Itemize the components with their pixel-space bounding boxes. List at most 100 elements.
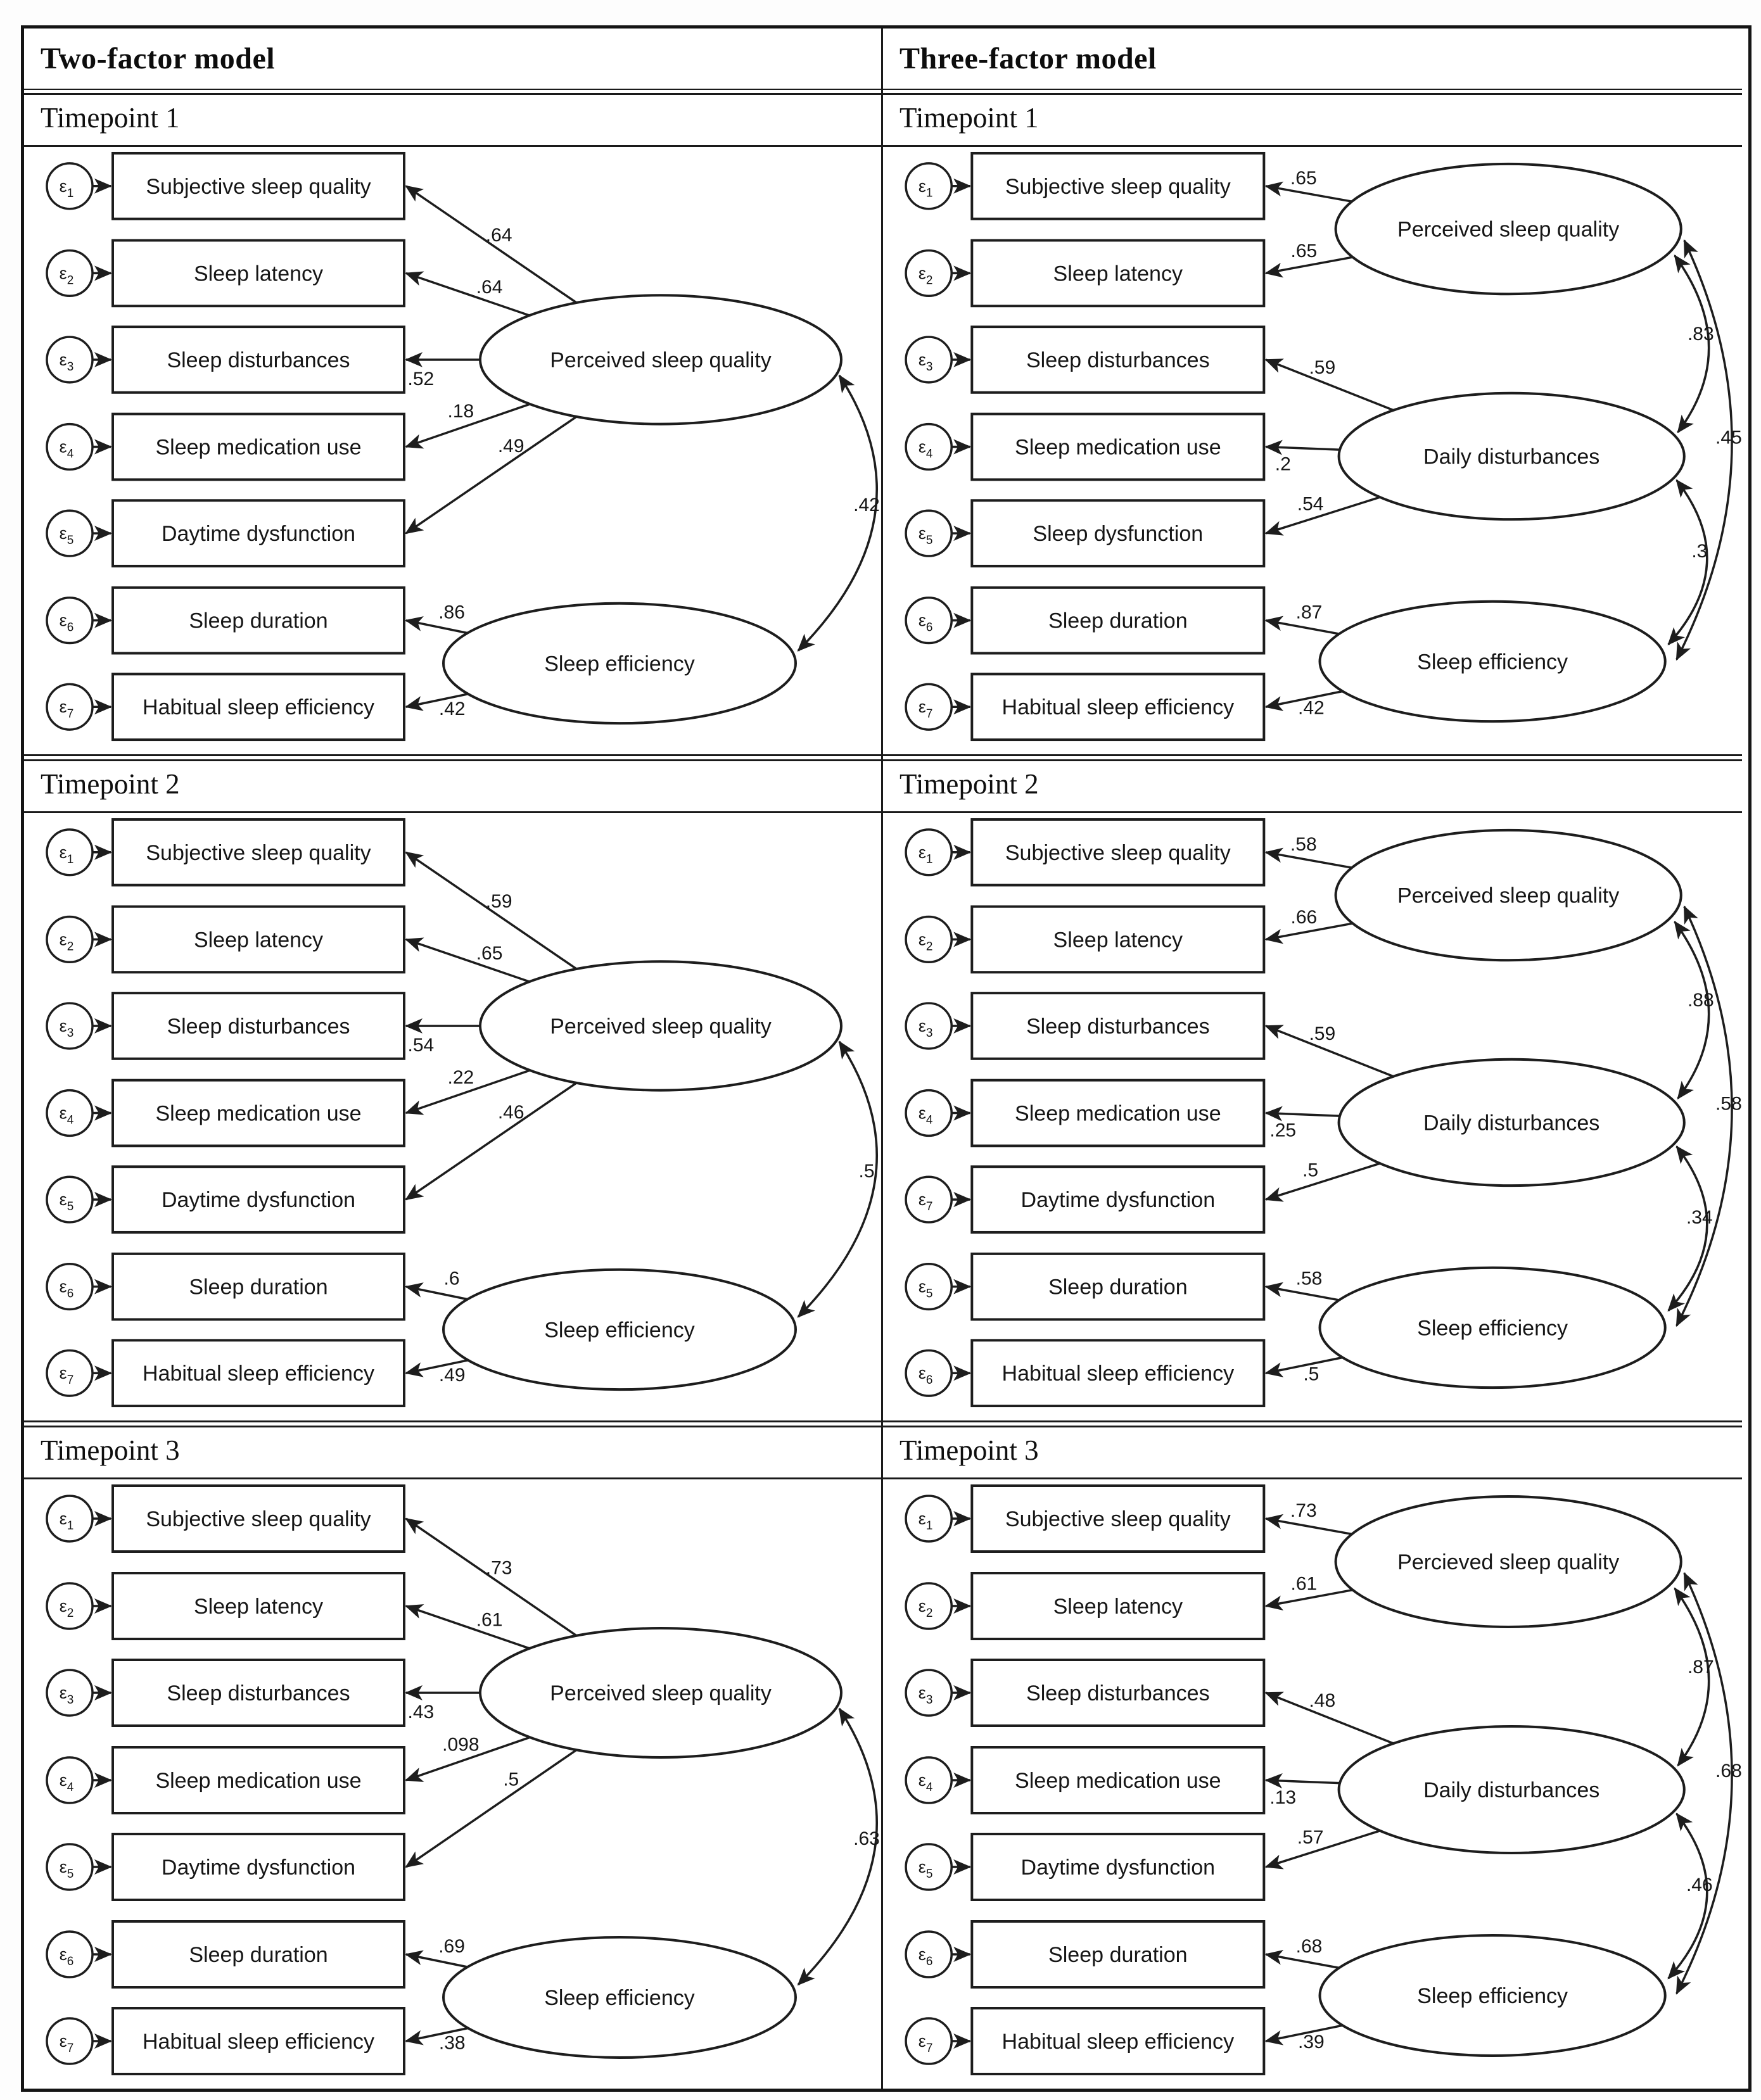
indicator-label: Habitual sleep efficiency bbox=[143, 2030, 374, 2054]
column-header-three-factor: Three-factor model bbox=[883, 28, 1742, 90]
loading-value: .49 bbox=[498, 436, 524, 457]
figure-table: Two-factor model Three-factor model Time… bbox=[24, 28, 1748, 2089]
indicator-box bbox=[970, 818, 1266, 887]
loading-value: .57 bbox=[1297, 1827, 1324, 1848]
loading-value: .64 bbox=[476, 277, 503, 298]
indicator-label: Sleep disturbances bbox=[1026, 348, 1210, 372]
correlation-value: .63 bbox=[853, 1828, 880, 1849]
loading-value: .86 bbox=[438, 602, 465, 623]
loading-arrow bbox=[1264, 496, 1381, 536]
factor-ellipse bbox=[442, 1936, 797, 2059]
loading-arrow bbox=[1264, 847, 1352, 869]
error-term-circle bbox=[46, 1669, 94, 1717]
loading-arrow bbox=[405, 1749, 578, 1868]
error-term-label: ε5 bbox=[919, 524, 933, 547]
error-term-circle bbox=[905, 422, 953, 471]
indicator-label: Habitual sleep efficiency bbox=[143, 1362, 374, 1386]
column-header-two-factor: Two-factor model bbox=[24, 28, 883, 90]
loading-value: .65 bbox=[1290, 168, 1317, 189]
indicator-box bbox=[970, 1659, 1266, 1727]
timepoint-label-two-factor-3: Timepoint 3 bbox=[24, 1422, 883, 1479]
cfa-model-comparison-figure: Two-factor model Three-factor model Time… bbox=[21, 25, 1751, 2092]
loading-arrow bbox=[1264, 690, 1343, 711]
indicator-label: Sleep disturbances bbox=[167, 348, 350, 372]
indicator-box bbox=[970, 1920, 1266, 1989]
indicator-label: Sleep duration bbox=[189, 1275, 327, 1300]
factor-label: Perceived sleep quality bbox=[550, 348, 772, 372]
loading-value: .38 bbox=[439, 2033, 466, 2054]
indicator-box bbox=[970, 412, 1266, 481]
error-term-circle bbox=[905, 1930, 953, 1978]
loading-arrow bbox=[1264, 1282, 1340, 1301]
factor-ellipse bbox=[442, 602, 797, 725]
loading-value: .46 bbox=[498, 1102, 524, 1123]
error-term-label: ε6 bbox=[60, 611, 74, 635]
loading-value: .61 bbox=[1290, 1574, 1317, 1595]
error-term-circle bbox=[905, 915, 953, 964]
indicator-box bbox=[970, 673, 1266, 742]
error-term-circle bbox=[905, 1843, 953, 1891]
error-term-circle bbox=[46, 249, 94, 298]
error-term-circle bbox=[905, 828, 953, 876]
factor-label: Daily disturbances bbox=[1423, 445, 1599, 469]
loading-arrow bbox=[405, 1082, 578, 1201]
correlation-value: .42 bbox=[853, 495, 880, 516]
factor-label: Sleep efficiency bbox=[544, 1986, 695, 2010]
error-term-label: ε2 bbox=[60, 1597, 74, 1620]
error-term-circle bbox=[46, 683, 94, 731]
error-term-label: ε5 bbox=[919, 1277, 933, 1301]
indicator-label: Sleep disturbances bbox=[167, 1681, 350, 1705]
error-term-circle bbox=[46, 336, 94, 384]
loading-arrow bbox=[405, 2027, 469, 2046]
loading-value: .54 bbox=[1297, 493, 1324, 514]
loading-value: .52 bbox=[408, 369, 435, 389]
timepoint-label-three-factor-2: Timepoint 2 bbox=[883, 756, 1742, 813]
loading-arrow bbox=[1264, 1356, 1343, 1377]
indicator-box bbox=[970, 992, 1266, 1060]
loading-value: .6 bbox=[444, 1268, 460, 1289]
indicator-box bbox=[111, 412, 405, 481]
loading-arrow bbox=[1264, 1949, 1340, 1970]
factor-label: Sleep efficiency bbox=[544, 1318, 694, 1342]
error-term-label: ε6 bbox=[60, 1277, 74, 1301]
error-term-circle bbox=[905, 249, 953, 298]
error-term-label: ε5 bbox=[919, 1857, 933, 1881]
correlation-arrow bbox=[797, 1707, 878, 1986]
loading-arrow bbox=[405, 271, 530, 317]
loading-arrow bbox=[405, 937, 530, 983]
correlation-arrow bbox=[1667, 1145, 1708, 1312]
loading-arrow bbox=[405, 185, 578, 304]
loading-value: .098 bbox=[442, 1735, 479, 1755]
error-term-label: ε7 bbox=[60, 1363, 74, 1387]
indicator-box bbox=[111, 326, 405, 394]
error-term-circle bbox=[905, 162, 953, 210]
error-term-label: ε4 bbox=[60, 1771, 74, 1794]
timepoint-label-three-factor-1: Timepoint 1 bbox=[883, 90, 1742, 147]
error-term-label: ε1 bbox=[60, 177, 74, 200]
correlation-value: .3 bbox=[1691, 541, 1707, 562]
indicator-box bbox=[111, 1165, 405, 1234]
error-term-label: ε3 bbox=[919, 350, 933, 374]
indicator-label: Sleep latency bbox=[194, 262, 323, 286]
indicator-box bbox=[111, 1078, 405, 1148]
loading-arrow bbox=[1264, 922, 1353, 944]
error-term-label: ε6 bbox=[60, 1945, 74, 1968]
loading-value: .13 bbox=[1269, 1787, 1296, 1808]
loading-arrow bbox=[405, 693, 469, 711]
indicator-label: Daytime dysfunction bbox=[162, 522, 355, 546]
indicator-box bbox=[111, 905, 405, 974]
indicator-label: Sleep duration bbox=[189, 609, 327, 633]
indicator-box bbox=[111, 1484, 405, 1553]
indicator-box bbox=[970, 1484, 1266, 1553]
loading-arrow bbox=[1264, 181, 1352, 203]
indicator-label: Subjective sleep quality bbox=[1005, 841, 1231, 865]
indicator-box bbox=[970, 1572, 1266, 1640]
loading-value: .58 bbox=[1290, 834, 1317, 855]
indicator-label: Sleep disturbances bbox=[167, 1015, 350, 1039]
indicator-label: Subjective sleep quality bbox=[146, 175, 371, 199]
indicator-box bbox=[111, 586, 405, 655]
error-term-label: ε5 bbox=[60, 1857, 74, 1881]
